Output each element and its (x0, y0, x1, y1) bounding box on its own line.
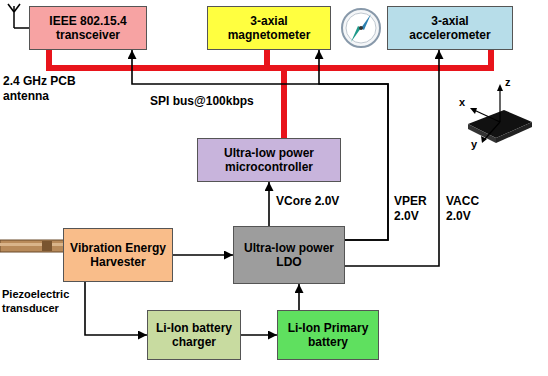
box-text: 3-axial magnetometer (213, 14, 325, 43)
box-text: Vibration Energy Harvester (69, 241, 167, 270)
chip-axes-icon (468, 84, 532, 143)
compass-icon (342, 9, 380, 47)
power-connector (268, 182, 270, 226)
axis-label: z (505, 76, 517, 90)
ldo-box: Ultra-low power LDO (233, 226, 345, 284)
power-connector (241, 334, 277, 336)
transducer-label: Piezoelectric transducer (2, 288, 82, 316)
axis-label: y (471, 138, 483, 152)
box-text: Ultra-low power microcontroller (203, 146, 335, 175)
accelerometer-box: 3-axial accelerometer (387, 6, 513, 50)
battery-box: Li-Ion Primary battery (277, 310, 379, 360)
box-text: IEEE 802.15.4 transceiver (35, 14, 141, 43)
antenna-symbol (8, 4, 30, 28)
power-connector (298, 284, 300, 310)
magnetometer-box: 3-axial magnetometer (207, 6, 331, 50)
box-text: 3-axial accelerometer (393, 14, 507, 43)
power-connector (345, 50, 439, 266)
power-connector (173, 254, 233, 256)
antenna-label: 2.4 GHz PCB antenna (3, 74, 79, 104)
spi-bus-line (49, 50, 284, 138)
transceiver-box: IEEE 802.15.4 transceiver (29, 6, 147, 50)
microcontroller-box: Ultra-low power microcontroller (197, 138, 341, 182)
box-text: Ultra-low power LDO (239, 241, 339, 270)
harvester-box: Vibration Energy Harvester (63, 228, 173, 282)
power-connector (85, 282, 147, 335)
bus-label: SPI bus@100kbps (150, 94, 268, 109)
charger-box: Li-Ion battery charger (147, 310, 241, 360)
voltage-label: VCore 2.0V (276, 194, 356, 209)
box-text: Li-Ion battery charger (153, 321, 235, 350)
axis-label: x (459, 96, 471, 110)
power-connector (132, 50, 388, 240)
box-text: Li-Ion Primary battery (283, 321, 373, 350)
voltage-label: VPER 2.0V (394, 194, 438, 224)
voltage-label: VACC 2.0V (446, 194, 492, 224)
piezo-transducer-picture (0, 240, 64, 252)
